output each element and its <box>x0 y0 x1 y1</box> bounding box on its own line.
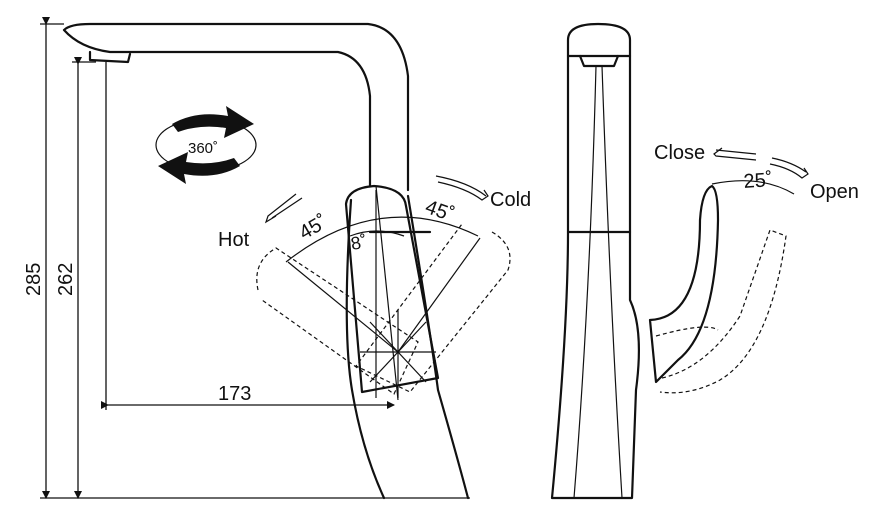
side-body-outline <box>550 22 640 500</box>
construction-lines <box>360 310 436 398</box>
angle-arc <box>285 216 479 263</box>
handle-axis-line <box>375 185 399 401</box>
hot-angle-label: 45˚ <box>296 211 332 245</box>
rotation-360-icon: 360˚ <box>155 106 257 184</box>
dimension-lines <box>40 17 470 499</box>
side-lever-open-outline <box>655 229 787 394</box>
handle-outline <box>344 184 440 394</box>
tilt-arc <box>349 230 405 237</box>
side-lever-outline <box>648 184 720 384</box>
cold-position-outline <box>355 223 511 393</box>
open-arrow-icon <box>769 157 809 179</box>
hot-position-outline <box>256 247 419 395</box>
cold-angle-label: 45˚ <box>422 196 457 227</box>
spout-height-label: 262 <box>55 263 77 296</box>
cold-label: Cold <box>490 189 531 211</box>
side-view: Close Open 25˚ <box>550 22 859 500</box>
hot-label: Hot <box>218 229 250 251</box>
close-label: Close <box>654 142 705 164</box>
reach-label: 173 <box>218 383 251 405</box>
faucet-body-outline <box>62 22 470 500</box>
rotation-label: 360˚ <box>188 140 218 157</box>
cold-direction-arrow-icon <box>435 175 489 201</box>
hot-axis-line <box>287 261 399 353</box>
side-inner-lines <box>573 65 623 499</box>
side-aerator-outline <box>578 54 620 68</box>
handle-tilt-label: 8˚ <box>349 231 368 253</box>
hot-direction-arrow-icon <box>264 193 303 224</box>
lever-angle-label: 25˚ <box>743 169 773 193</box>
aerator-outline <box>88 50 132 64</box>
open-label: Open <box>810 181 859 203</box>
total-height-label: 285 <box>23 263 45 296</box>
front-view: 360˚ 285 262 173 Hot Cold 45˚ 45˚ 8˚ <box>23 17 531 500</box>
close-arrow-icon <box>713 147 757 161</box>
lever-angle-arc <box>711 180 795 195</box>
cold-axis-line <box>397 237 481 353</box>
